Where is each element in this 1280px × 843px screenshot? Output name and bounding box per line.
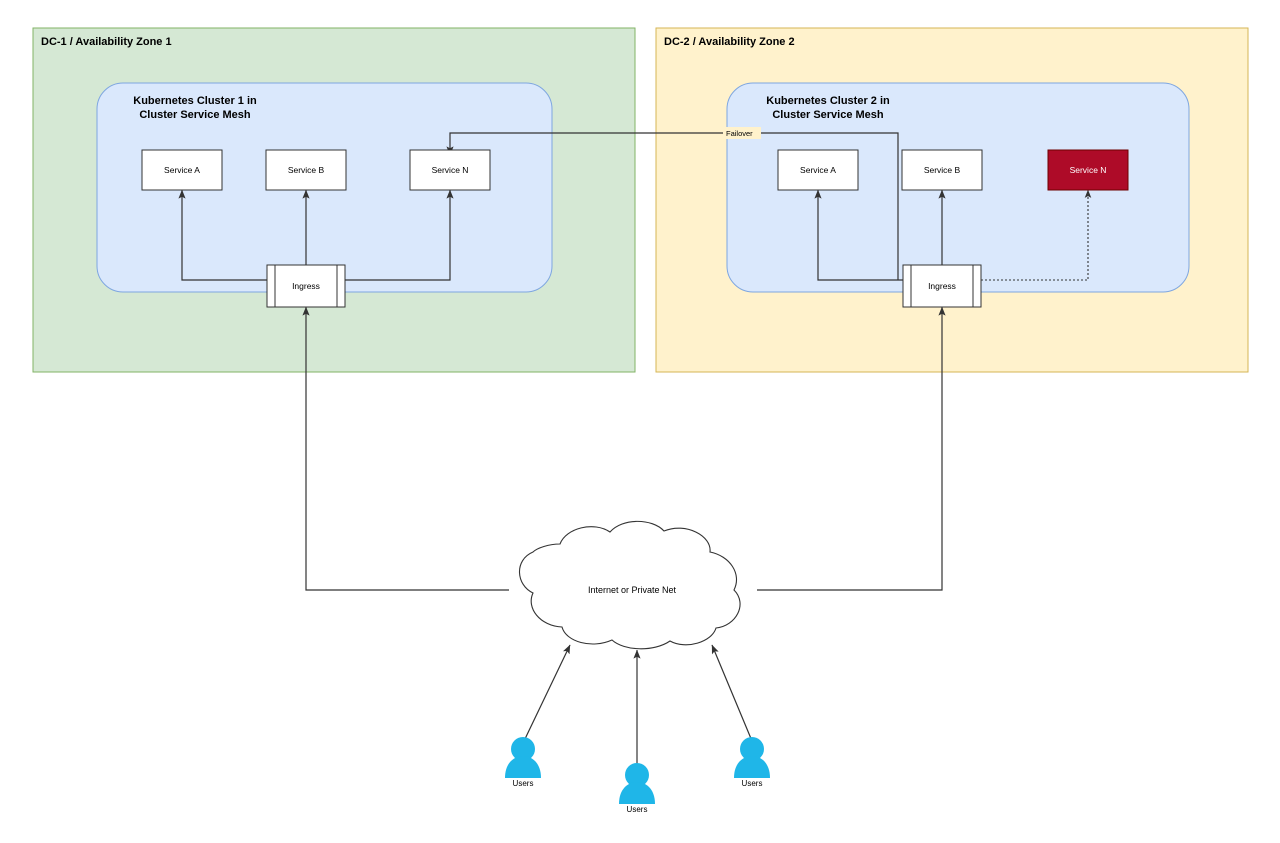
node-c1-svc-n-label: Service N: [432, 165, 469, 175]
actor-users-right-label: Users: [742, 779, 763, 788]
node-c2-ingress-label: Ingress: [928, 281, 956, 291]
cluster-1-edges: [178, 189, 454, 281]
user-body-icon: [734, 756, 770, 778]
node-c1-ingress[interactable]: Ingress: [266, 264, 346, 308]
network-cloud[interactable]: Internet or Private Net: [519, 520, 741, 650]
failover-edge-path: [446, 132, 899, 280]
node-c2-svc-a[interactable]: Service A: [777, 149, 859, 191]
actor-users-center[interactable]: Users: [619, 763, 655, 814]
failover-edge-label: Failover: [726, 129, 753, 138]
cluster-2-edges: [814, 189, 1092, 281]
edge-users-right-to-cloud: [711, 644, 753, 742]
failover-label-backdrop: [723, 127, 761, 139]
edge-users-left-to-cloud: [523, 644, 571, 742]
cloud-shape: [519, 520, 741, 650]
network-cloud-label: Internet or Private Net: [588, 585, 677, 595]
actor-uplinks: [523, 644, 753, 765]
cluster-1-label-line1: Kubernetes Cluster 1 in: [133, 95, 257, 107]
user-body-icon: [505, 756, 541, 778]
network-uplinks: [302, 306, 946, 591]
cluster-2-label-line2: Cluster Service Mesh: [772, 109, 884, 121]
node-c1-svc-a[interactable]: Service A: [141, 149, 223, 191]
edge-c1-ingress-to-svc-a: [178, 189, 267, 281]
cluster-1-label-line2: Cluster Service Mesh: [139, 109, 251, 121]
actor-users-left[interactable]: Users: [505, 737, 541, 788]
edge-cloud-to-c1-ingress: [302, 306, 509, 591]
node-c1-svc-b[interactable]: Service B: [265, 149, 347, 191]
node-c1-svc-n[interactable]: Service N: [409, 149, 491, 191]
actor-users-right[interactable]: Users: [734, 737, 770, 788]
user-head-icon: [511, 737, 535, 761]
node-c2-svc-n-label: Service N: [1070, 165, 1107, 175]
actor-users-center-label: Users: [627, 805, 648, 814]
node-c2-svc-n-failed[interactable]: Service N: [1047, 149, 1129, 191]
node-c2-svc-b-label: Service B: [924, 165, 961, 175]
user-head-icon: [740, 737, 764, 761]
node-c2-svc-a-label: Service A: [800, 165, 836, 175]
node-c1-ingress-label: Ingress: [292, 281, 320, 291]
actor-users-left-label: Users: [513, 779, 534, 788]
node-c2-svc-b[interactable]: Service B: [901, 149, 983, 191]
cluster-2-label-line1: Kubernetes Cluster 2 in: [766, 95, 890, 107]
edge-cloud-to-c2-ingress: [757, 306, 946, 591]
node-c2-ingress[interactable]: Ingress: [902, 264, 982, 308]
failover-edge[interactable]: Failover: [446, 127, 899, 280]
edge-c2-ingress-to-svc-a: [814, 189, 903, 281]
zone-dc1-label: DC-1 / Availability Zone 1: [41, 36, 172, 48]
node-c1-svc-b-label: Service B: [288, 165, 325, 175]
zone-dc2-label: DC-2 / Availability Zone 2: [664, 36, 795, 48]
user-body-icon: [619, 782, 655, 804]
user-head-icon: [625, 763, 649, 787]
edge-c1-ingress-to-svc-n: [345, 189, 454, 281]
node-c1-svc-a-label: Service A: [164, 165, 200, 175]
